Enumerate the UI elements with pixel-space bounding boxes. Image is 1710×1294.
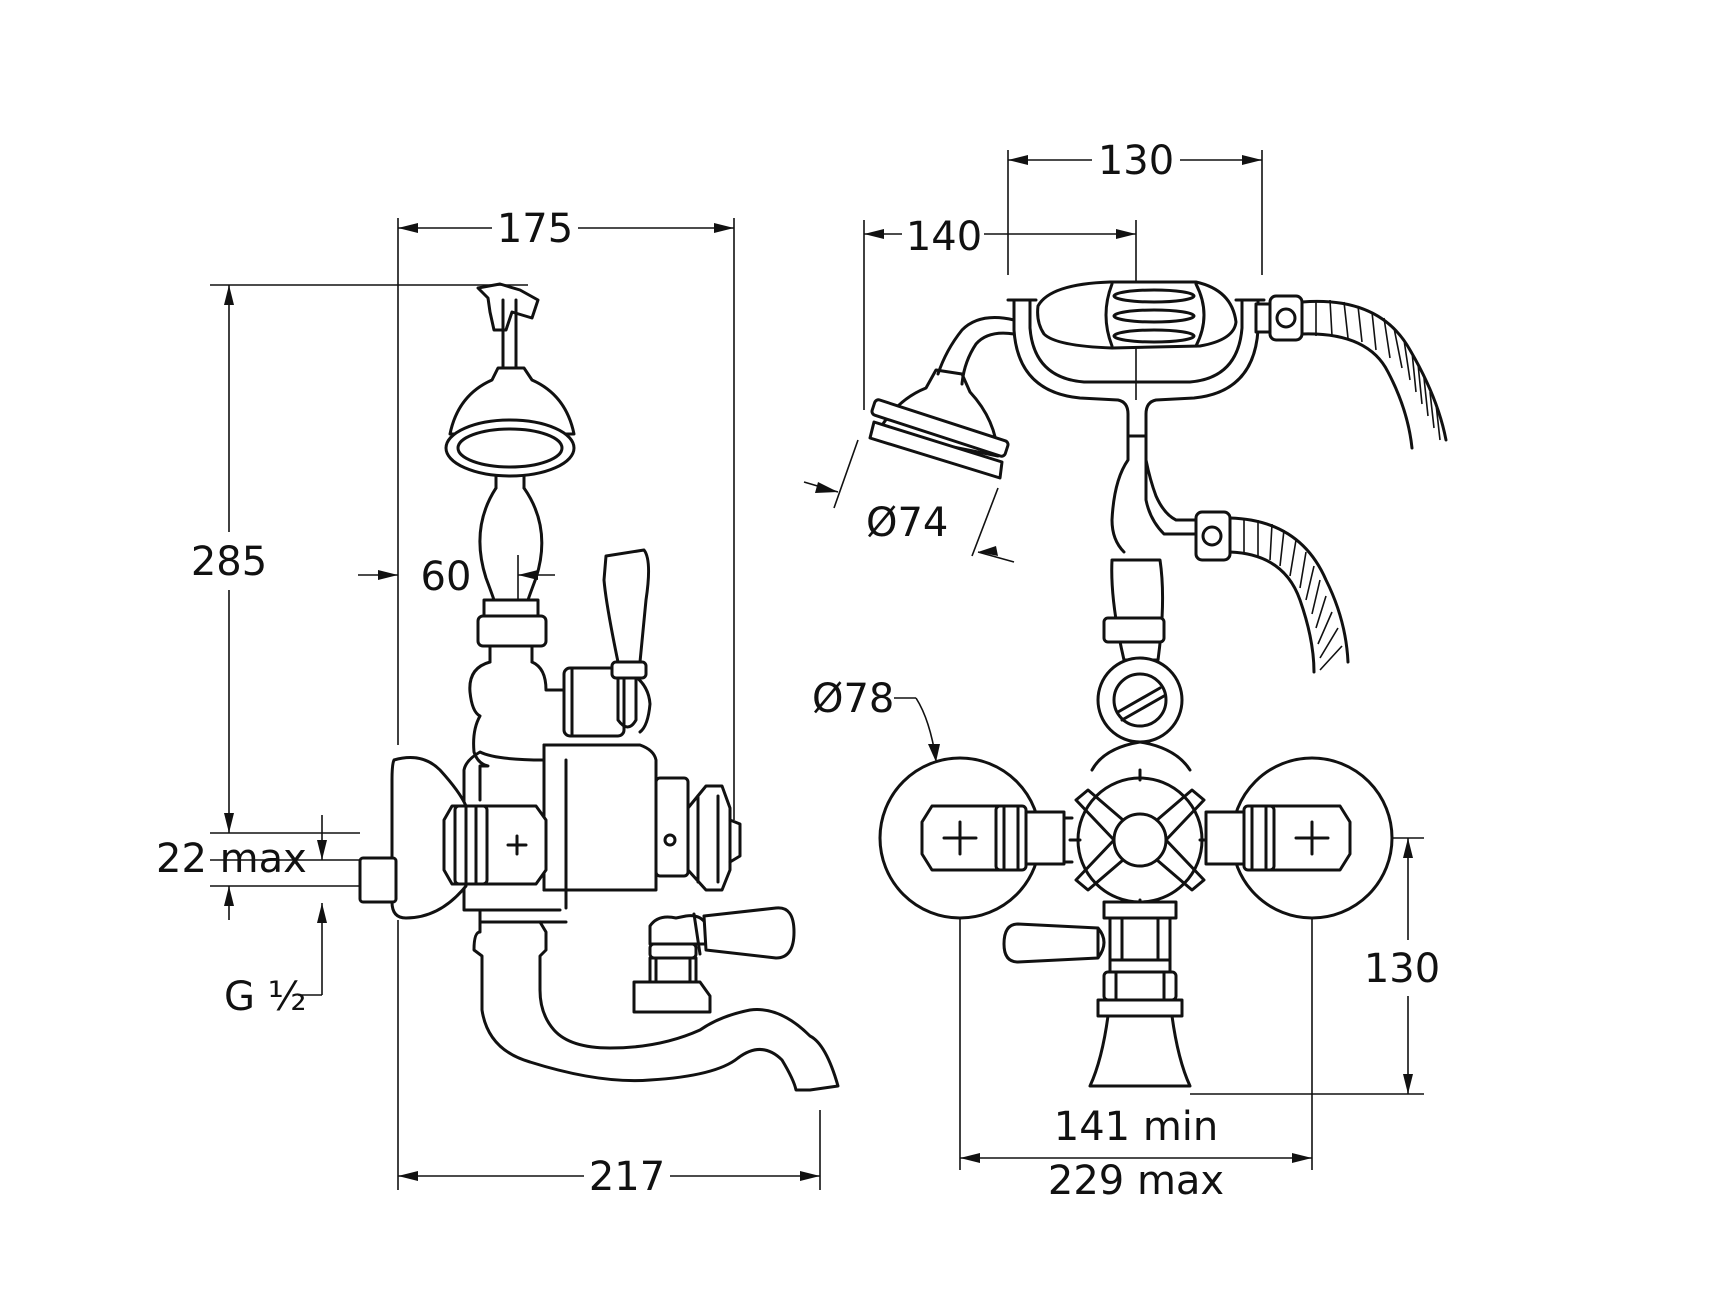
dim-offset-60: 60 — [358, 554, 555, 600]
dim-projection-22-label: 22 max — [156, 836, 307, 882]
dim-head-74-label: Ø74 — [866, 500, 948, 546]
dim-handset-140-label: 140 — [906, 214, 982, 260]
dim-flange-78-label: Ø78 — [812, 676, 894, 722]
dim-height-285-label: 285 — [191, 539, 267, 585]
dim-centres-max-label: 229 max — [1048, 1158, 1224, 1204]
dim-centres: 141 min 229 max — [960, 1104, 1312, 1204]
dim-offset-60-label: 60 — [421, 554, 472, 600]
front-view: 130 140 Ø74 Ø78 — [803, 138, 1448, 1204]
front-tap-body — [868, 280, 1448, 1088]
side-extension-lines — [210, 218, 821, 1190]
dim-width-175-label: 175 — [497, 206, 573, 252]
dim-height-285: 285 — [191, 285, 267, 833]
dim-projection-22: 22 max — [156, 815, 327, 920]
dim-reach-217-label: 217 — [589, 1154, 665, 1200]
dim-head-74: Ø74 — [803, 439, 1015, 563]
dim-centres-min-label: 141 min — [1054, 1104, 1219, 1150]
dim-reach-217: 217 — [398, 1154, 820, 1200]
dim-height-130: 130 — [1364, 838, 1440, 1094]
dim-cradle-130-label: 130 — [1098, 138, 1174, 184]
dim-height-130-label: 130 — [1364, 946, 1440, 992]
dim-thread-g12-label: G ½ — [224, 974, 306, 1020]
dim-thread-g12: G ½ — [224, 903, 327, 1020]
dim-cradle-130: 130 — [1008, 138, 1262, 184]
dim-flange-78: Ø78 — [812, 676, 940, 762]
side-view: 175 285 60 22 max — [156, 206, 840, 1200]
dim-handset-140: 140 — [864, 214, 1136, 260]
side-tap-body — [358, 282, 840, 1092]
dim-width-175: 175 — [398, 206, 734, 252]
